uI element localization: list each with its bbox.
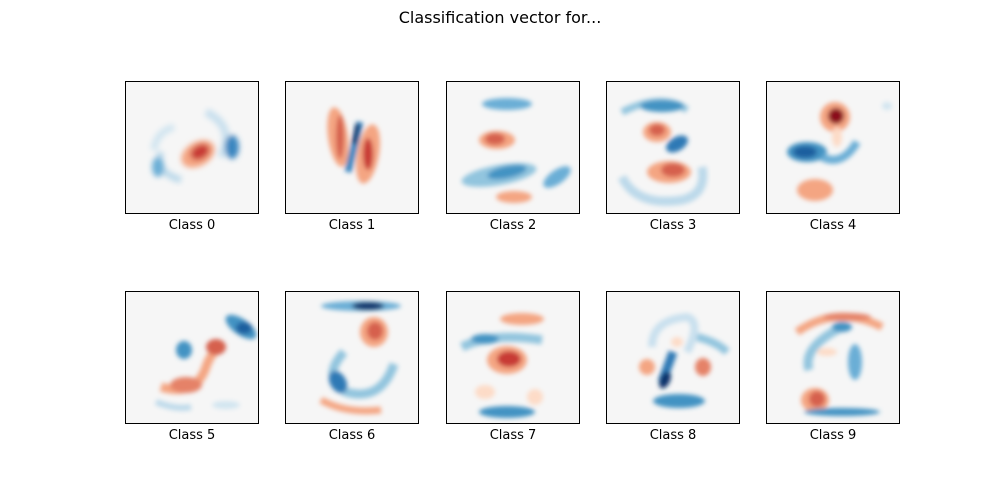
panel-label: Class 0 (168, 218, 216, 233)
panel-label: Class 5 (168, 428, 216, 443)
heatmap-class-3 (606, 81, 740, 214)
panel-label: Class 6 (328, 428, 376, 443)
panel-label: Class 2 (489, 218, 537, 233)
heatmap-class-4 (766, 81, 900, 214)
heatmap-class-5 (125, 291, 259, 424)
panel-label: Class 8 (649, 428, 697, 443)
heatmap-class-9 (766, 291, 900, 424)
panel-label: Class 4 (809, 218, 857, 233)
figure-title: Classification vector for... (398, 8, 602, 27)
panel-label: Class 3 (649, 218, 697, 233)
heatmap-class-2 (446, 81, 580, 214)
heatmap-class-0 (125, 81, 259, 214)
panel-label: Class 9 (809, 428, 857, 443)
heatmap-class-7 (446, 291, 580, 424)
panel-label: Class 7 (489, 428, 537, 443)
heatmap-class-6 (285, 291, 419, 424)
heatmap-class-1 (285, 81, 419, 214)
panel-label: Class 1 (328, 218, 376, 233)
heatmap-class-8 (606, 291, 740, 424)
